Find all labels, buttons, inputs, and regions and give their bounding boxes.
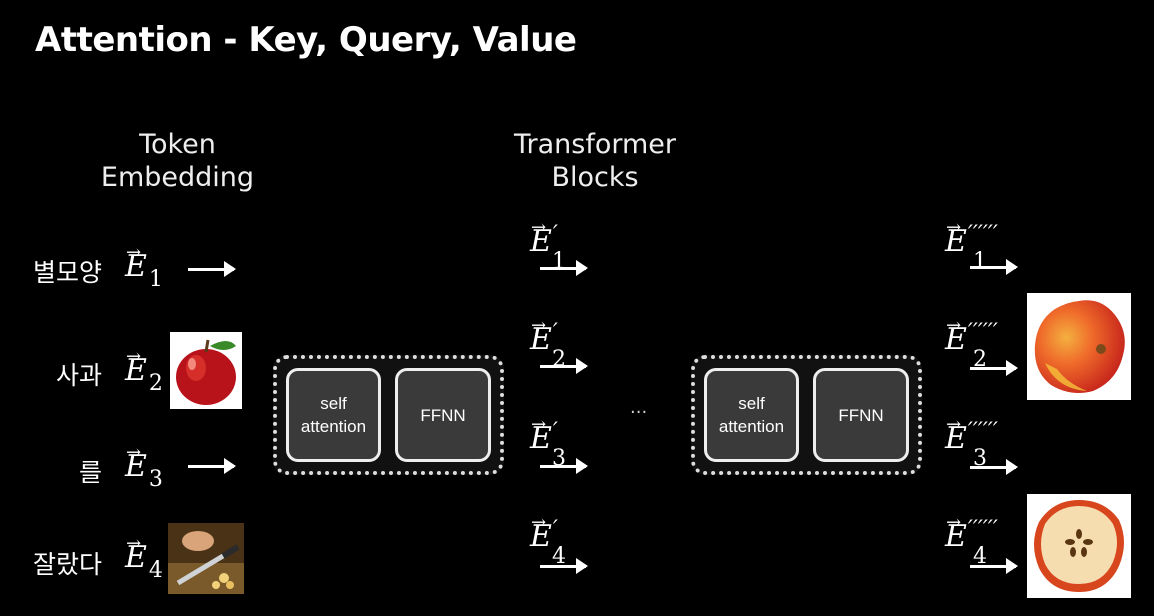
self-attention-box: self attention <box>704 368 799 462</box>
intermediate-vector-2: →E′2 <box>530 315 566 372</box>
vector-arrow-icon: → <box>126 442 142 463</box>
star-apple-image <box>1027 293 1131 400</box>
cutting-image <box>168 523 244 594</box>
apple-image <box>170 332 242 409</box>
embedding-vector-2: →E2 <box>125 346 163 396</box>
token-embedding-heading-line2: Embedding <box>100 162 255 193</box>
self-attention-label-line2: attention <box>718 417 785 436</box>
output-arrow-3 <box>970 459 1018 475</box>
intermediate-arrow-2 <box>540 358 588 374</box>
output-vector-4: →E′′′′′′4 <box>945 512 998 569</box>
intermediate-vector-4: →E′4 <box>530 512 566 569</box>
vector-arrow-icon: → <box>946 217 962 238</box>
token-word-4: 잘랐다 <box>32 550 102 579</box>
vector-arrow-icon: → <box>126 346 142 367</box>
input-arrow-1 <box>188 261 236 277</box>
ffnn-label: FFNN <box>838 405 884 425</box>
output-vector-1: →E′′′′′′1 <box>945 217 998 274</box>
intermediate-arrow-3 <box>540 458 588 474</box>
ffnn-label: FFNN <box>420 405 466 425</box>
self-attention-label-line1: self <box>738 394 765 413</box>
vector-arrow-icon: → <box>126 533 142 554</box>
output-vector-2: →E′′′′′′2 <box>945 315 998 372</box>
vector-arrow-icon: → <box>126 242 142 263</box>
transformer-block-2: self attention FFNN <box>691 355 922 475</box>
page-title: Attention - Key, Query, Value <box>35 20 577 60</box>
vector-arrow-icon: → <box>531 217 547 238</box>
token-embedding-heading-line1: Token <box>139 129 216 160</box>
intermediate-arrow-4 <box>540 558 588 574</box>
embedding-vector-3: →E3 <box>125 442 163 492</box>
vector-arrow-icon: → <box>531 512 547 533</box>
vector-arrow-icon: → <box>946 512 962 533</box>
embedding-vector-1: →E1 <box>125 242 163 292</box>
vector-arrow-icon: → <box>946 315 962 336</box>
transformer-heading-line2: Blocks <box>551 162 639 193</box>
token-word-2: 사과 <box>55 361 102 390</box>
output-arrow-2 <box>970 360 1018 376</box>
vector-arrow-icon: → <box>531 315 547 336</box>
output-arrow-4 <box>970 558 1018 574</box>
intermediate-vector-3: →E′3 <box>530 414 566 471</box>
ffnn-box: FFNN <box>813 368 909 462</box>
self-attention-box: self attention <box>286 368 381 462</box>
token-embedding-heading: Token Embedding <box>95 128 260 194</box>
ffnn-box: FFNN <box>395 368 491 462</box>
intermediate-arrow-1 <box>540 260 588 276</box>
sliced-apple-image <box>1027 494 1131 598</box>
token-word-1: 별모양 <box>32 258 102 287</box>
transformer-block-1: self attention FFNN <box>273 355 504 475</box>
vector-arrow-icon: → <box>531 414 547 435</box>
output-vector-3: →E′′′′′′3 <box>945 414 998 471</box>
input-arrow-3 <box>188 458 236 474</box>
vector-arrow-icon: → <box>946 414 962 435</box>
transformer-heading-line1: Transformer <box>513 129 676 160</box>
embedding-vector-4: →E4 <box>125 533 163 583</box>
self-attention-label-line1: self <box>320 394 347 413</box>
token-word-3: 를 <box>78 458 102 487</box>
transformer-blocks-heading: Transformer Blocks <box>500 128 690 194</box>
ellipsis: ··· <box>630 402 648 423</box>
intermediate-vector-1: →E′1 <box>530 217 566 274</box>
self-attention-label-line2: attention <box>300 417 367 436</box>
output-arrow-1 <box>970 259 1018 275</box>
